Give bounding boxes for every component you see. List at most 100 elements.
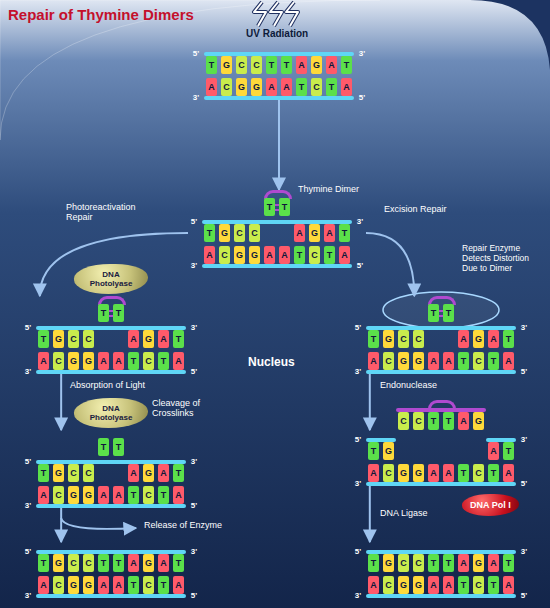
- strand-end-label: 3': [518, 323, 530, 332]
- nucleotide-base: G: [413, 576, 424, 594]
- nucleotide-base: G: [143, 330, 154, 348]
- connector-arrow: [60, 508, 62, 542]
- dna-duplex: 5'3'3'5'TGCCTTAGATACGGAATCTA: [190, 44, 368, 100]
- nucleotide-base: G: [234, 246, 245, 264]
- nucleotide-base: C: [143, 576, 154, 594]
- dna-polymerase: DNA Pol I: [462, 494, 519, 516]
- nucleotide-base: A: [204, 246, 215, 264]
- dna-backbone: [204, 96, 354, 100]
- dna-duplex: 5'3'3'5'TGATACGGAATCTA: [352, 430, 530, 486]
- strand-end-label: 5': [22, 457, 34, 466]
- nucleotide-base: T: [294, 246, 305, 264]
- step-label: Endonuclease: [380, 380, 437, 390]
- nucleotide-base: G: [143, 554, 154, 572]
- nucleotide-base: A: [296, 56, 307, 74]
- nucleotide-base: A: [98, 576, 109, 594]
- strand-end-label: 5': [352, 435, 364, 444]
- nucleotide-base: T: [98, 438, 109, 456]
- nucleotide-base: G: [309, 224, 320, 242]
- nucleotide-base: T: [38, 330, 49, 348]
- nucleotide-base: T: [368, 330, 379, 348]
- nucleotide-base: A: [173, 576, 184, 594]
- strand-end-label: 5': [22, 323, 34, 332]
- nucleotide-base: T: [503, 442, 514, 460]
- nucleotide-base: C: [53, 352, 64, 370]
- strand-end-label: 3': [188, 547, 200, 556]
- connector-arrow: [278, 100, 280, 190]
- strand-end-label: 3': [22, 501, 34, 510]
- photolyase-enzyme: DNA Photolyase: [74, 264, 148, 294]
- strand-end-label: 5': [518, 591, 530, 600]
- nucleotide-base: A: [281, 78, 292, 96]
- nucleotide-base: T: [128, 352, 139, 370]
- nucleotide-base: T: [173, 330, 184, 348]
- strand-end-label: 3': [188, 457, 200, 466]
- dimer-bond: [428, 400, 456, 409]
- nucleotide-base: T: [443, 412, 454, 430]
- nucleotide-base: G: [413, 464, 424, 482]
- nucleotide-base: T: [341, 56, 352, 74]
- connector-arrow: [366, 233, 414, 296]
- nucleotide-base: A: [428, 464, 439, 482]
- nucleotide-base: C: [234, 224, 245, 242]
- nucleotide-base: C: [219, 246, 230, 264]
- nucleotide-base: C: [309, 246, 320, 264]
- nucleotide-base: A: [128, 464, 139, 482]
- nucleotide-base: A: [428, 352, 439, 370]
- strand-end-label: 3': [518, 435, 530, 444]
- nucleotide-base: C: [413, 554, 424, 572]
- annotation-label: Nucleus: [248, 356, 295, 370]
- nucleotide-base: T: [173, 464, 184, 482]
- connector-arrow: [60, 374, 62, 430]
- nucleotide-base: A: [339, 246, 350, 264]
- nucleotide-base: C: [143, 486, 154, 504]
- nucleotide-base: T: [458, 576, 469, 594]
- nucleotide-base: T: [326, 78, 337, 96]
- nucleotide-base: C: [383, 464, 394, 482]
- nucleotide-base: T: [503, 554, 514, 572]
- dna-duplex: 5'3'3'5'TGCCTTAGATACGGAATCTA: [22, 296, 200, 374]
- nucleotide-base: T: [488, 464, 499, 482]
- dna-backbone: [36, 504, 186, 508]
- nucleotide-base: G: [53, 464, 64, 482]
- nucleotide-base: A: [488, 330, 499, 348]
- nucleotide-base: G: [236, 78, 247, 96]
- nucleotide-base: G: [83, 576, 94, 594]
- nucleotide-base: A: [458, 554, 469, 572]
- nucleotide-base: G: [383, 554, 394, 572]
- nucleotide-base: C: [473, 352, 484, 370]
- dna-backbone: [36, 594, 186, 598]
- nucleotide-base: G: [251, 78, 262, 96]
- nucleotide-base: T: [339, 224, 350, 242]
- nucleotide-base: C: [221, 78, 232, 96]
- uv-lightning: [254, 2, 298, 26]
- step-label: Photoreactivation Repair: [66, 202, 158, 223]
- strand-end-label: 3': [352, 591, 364, 600]
- strand-end-label: 5': [22, 547, 34, 556]
- nucleotide-base: A: [128, 554, 139, 572]
- nucleotide-base: A: [294, 224, 305, 242]
- nucleotide-base: T: [98, 554, 109, 572]
- strand-end-label: 5': [518, 367, 530, 376]
- dna-backbone: [366, 482, 516, 486]
- nucleotide-base: G: [68, 352, 79, 370]
- nucleotide-base: C: [383, 576, 394, 594]
- nucleotide-base: T: [173, 554, 184, 572]
- nucleotide-base: T: [128, 486, 139, 504]
- nucleotide-base: C: [249, 224, 260, 242]
- step-label: Release of Enzyme: [144, 520, 222, 530]
- strand-end-label: 3': [22, 367, 34, 376]
- nucleotide-base: C: [236, 56, 247, 74]
- nucleotide-base: C: [413, 330, 424, 348]
- nucleotide-base: T: [488, 352, 499, 370]
- nucleotide-base: A: [368, 464, 379, 482]
- nucleotide-base: T: [296, 78, 307, 96]
- nucleotide-base: A: [443, 464, 454, 482]
- nucleotide-base: C: [53, 486, 64, 504]
- nucleotide-base: A: [173, 352, 184, 370]
- nucleotide-base: A: [368, 576, 379, 594]
- nucleotide-base: T: [266, 56, 277, 74]
